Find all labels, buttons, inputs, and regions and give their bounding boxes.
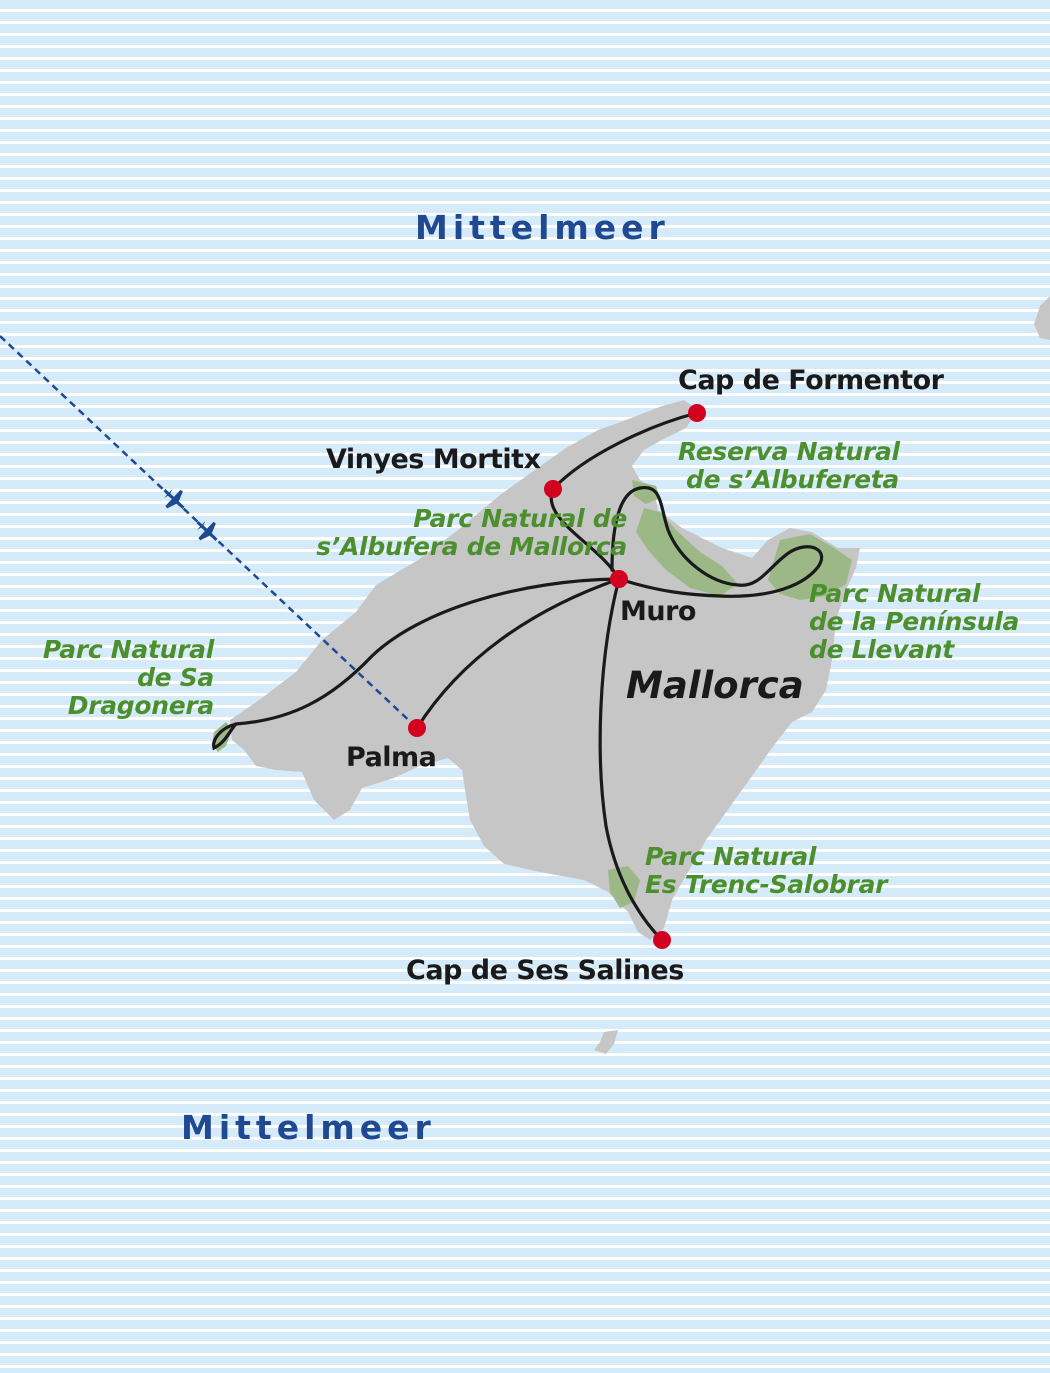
park-label-dragonera-line3: Dragonera [67, 691, 215, 720]
route-muro-salines [598, 577, 664, 942]
cabrera-isle [594, 1030, 618, 1054]
park-label-albufereta: Reserva Natural de s’Albufereta [678, 438, 900, 494]
park-area-albufera [636, 508, 738, 596]
island-label: Mallorca [626, 664, 804, 707]
sea-label-north: Mittelmeer [415, 208, 670, 247]
park-label-dragonera: Parc Natural de Sa Dragonera [20, 636, 214, 720]
park-label-llevant-line2: de la Península [809, 607, 1020, 636]
park-label-es-trenc: Parc Natural Es Trenc-Salobrar [645, 842, 888, 899]
route-muro-palma [415, 577, 621, 730]
stop-markers [408, 404, 706, 949]
park-label-albufera: Parc Natural de s’Albufera de Mallorca [294, 505, 627, 561]
route-muro-dragonera [212, 577, 621, 751]
stop-muro [610, 570, 628, 588]
airplane-icon-inbound [196, 521, 218, 541]
park-label-albufereta-line1: Reserva Natural [678, 437, 900, 466]
sea-label-south: Mittelmeer [181, 1108, 436, 1147]
mallorca-landmass [230, 400, 860, 940]
park-label-albufera-line2: s’Albufera de Mallorca [316, 532, 627, 561]
stop-vinyes-mortitx [544, 480, 562, 498]
stop-cap-formentor [688, 404, 706, 422]
park-area-albufereta [632, 480, 660, 504]
park-label-albufereta-line2: de s’Albufereta [686, 465, 899, 494]
route-muro-albufera-loop [610, 485, 824, 598]
stop-cap-ses-salines [653, 931, 671, 949]
place-label-vinyes-mortitx: Vinyes Mortitx [326, 444, 541, 475]
place-label-cap-formentor: Cap de Formentor [678, 365, 944, 396]
park-area-llevant [768, 534, 852, 600]
park-label-dragonera-line2: de Sa [137, 663, 214, 692]
park-label-llevant: Parc Natural de la Península de Llevant [809, 580, 1019, 664]
park-label-albufera-line1: Parc Natural de [413, 504, 627, 533]
route-formentor-mortitx [551, 411, 699, 491]
park-label-llevant-line3: de Llevant [809, 635, 954, 664]
menorca-edge [1034, 296, 1050, 340]
tour-routes [212, 411, 824, 942]
park-label-es-trenc-line1: Parc Natural [645, 842, 817, 871]
park-label-llevant-line1: Parc Natural [809, 579, 981, 608]
park-label-dragonera-line1: Parc Natural [42, 635, 214, 664]
place-label-palma: Palma [346, 742, 437, 773]
park-label-es-trenc-line2: Es Trenc-Salobrar [645, 870, 888, 899]
place-label-muro: Muro [620, 596, 696, 627]
place-label-cap-ses-salines: Cap de Ses Salines [406, 955, 684, 986]
stop-palma [408, 719, 426, 737]
